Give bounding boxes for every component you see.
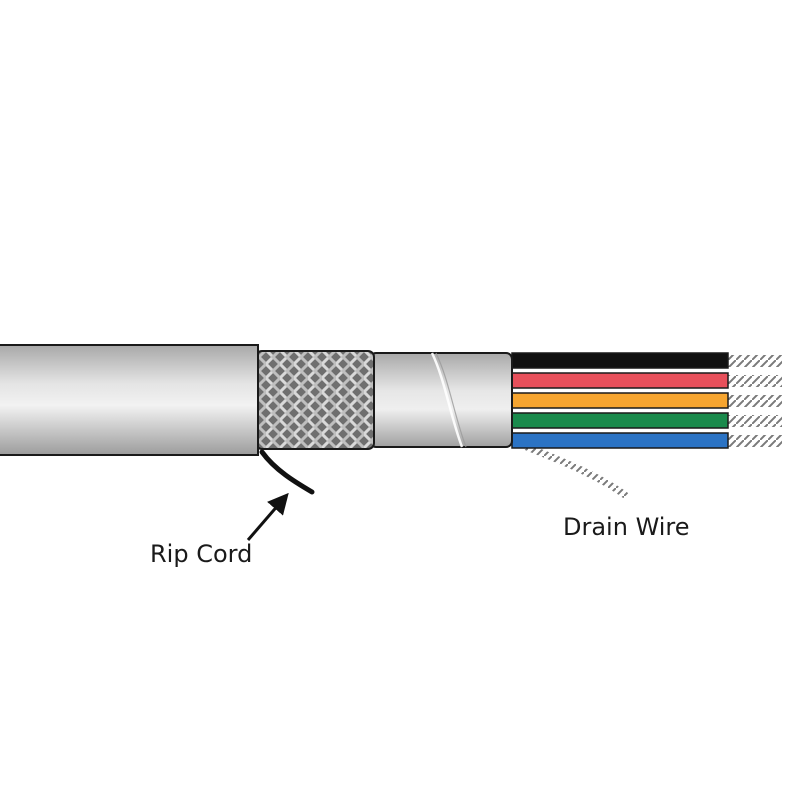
conductor-strands bbox=[726, 355, 782, 447]
orange-conductor bbox=[511, 392, 729, 409]
foil-shield bbox=[369, 352, 513, 448]
outer-jacket bbox=[0, 344, 259, 456]
red-conductor bbox=[511, 372, 729, 389]
rip-cord bbox=[259, 449, 315, 495]
braid-shield bbox=[255, 350, 375, 450]
rip-cord-label: Rip Cord bbox=[150, 540, 252, 568]
drain-wire-label: Drain Wire bbox=[563, 513, 690, 541]
blue-conductor bbox=[511, 432, 729, 449]
rip-cord-arrow bbox=[246, 492, 289, 541]
green-conductor bbox=[511, 412, 729, 429]
conductor-group bbox=[511, 352, 729, 449]
black-conductor bbox=[511, 352, 729, 369]
